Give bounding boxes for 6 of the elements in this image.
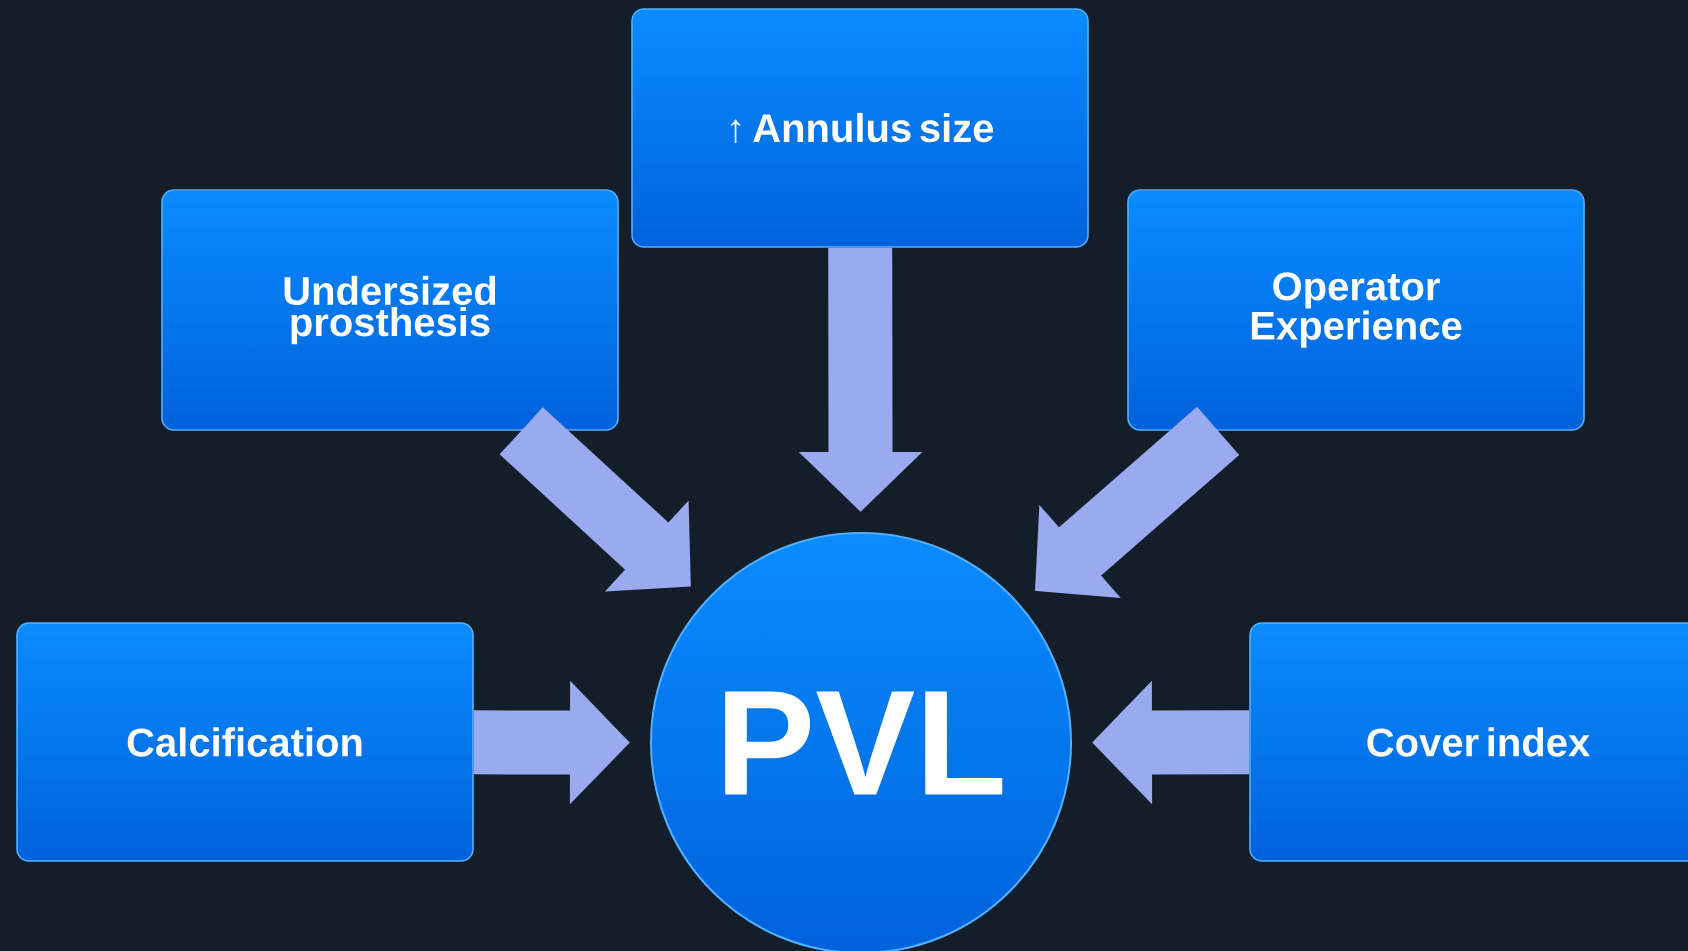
block-arrow	[1035, 406, 1240, 598]
factor-box: Cover index	[1249, 622, 1688, 862]
factor-box: ↑ Annulus size	[631, 8, 1089, 248]
factor-box: Calcification	[16, 622, 474, 862]
factor-box: Operator Experience	[1127, 189, 1585, 431]
factor-box: Undersized prosthesis	[161, 189, 619, 431]
